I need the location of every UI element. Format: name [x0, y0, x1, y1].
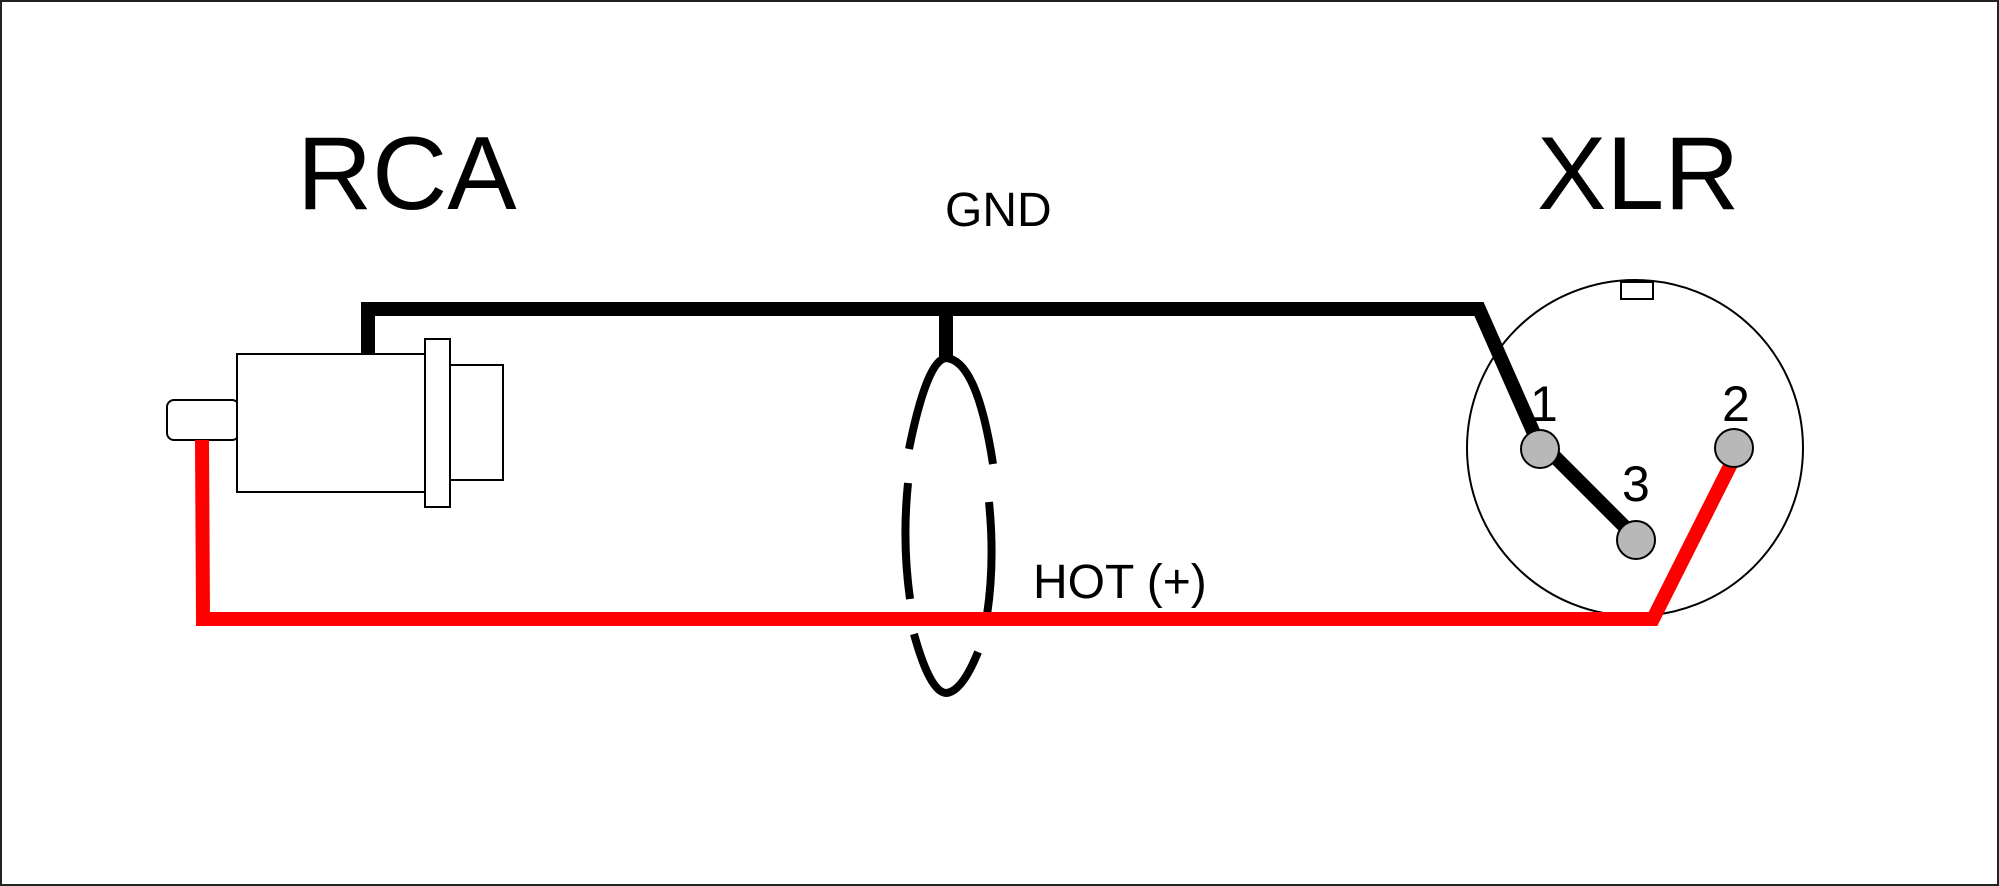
rca-collar	[424, 338, 451, 508]
rca-rear	[449, 364, 504, 481]
xlr-pins: 1 2 3	[1520, 376, 1754, 560]
xlr-pin-1-label: 1	[1530, 376, 1558, 432]
shield-left-segment	[901, 482, 914, 600]
xlr-connector	[1466, 279, 1804, 617]
xlr-title: XLR	[1537, 116, 1739, 232]
xlr-pin-2	[1714, 428, 1754, 468]
gnd-label: GND	[945, 184, 1052, 237]
cable-shield	[901, 353, 997, 698]
shield-top-arc	[905, 353, 997, 465]
xlr-pin-3-label: 3	[1622, 456, 1650, 512]
ground-wire-main	[361, 302, 1641, 543]
hot-wire	[195, 439, 1739, 626]
rca-plug	[166, 338, 504, 508]
xlr-pin-2-label: 2	[1722, 376, 1750, 432]
xlr-pin-1	[1520, 429, 1560, 469]
shield-bottom-arc	[910, 632, 982, 698]
rca-tip-pin	[166, 399, 240, 441]
rca-body	[236, 353, 426, 493]
xlr-pin-3	[1616, 520, 1656, 560]
rca-title: RCA	[297, 116, 517, 232]
xlr-key-notch	[1620, 281, 1654, 300]
hot-label: HOT (+)	[1033, 556, 1207, 609]
ground-wire	[361, 302, 1641, 543]
shield-right-segment	[983, 501, 996, 616]
